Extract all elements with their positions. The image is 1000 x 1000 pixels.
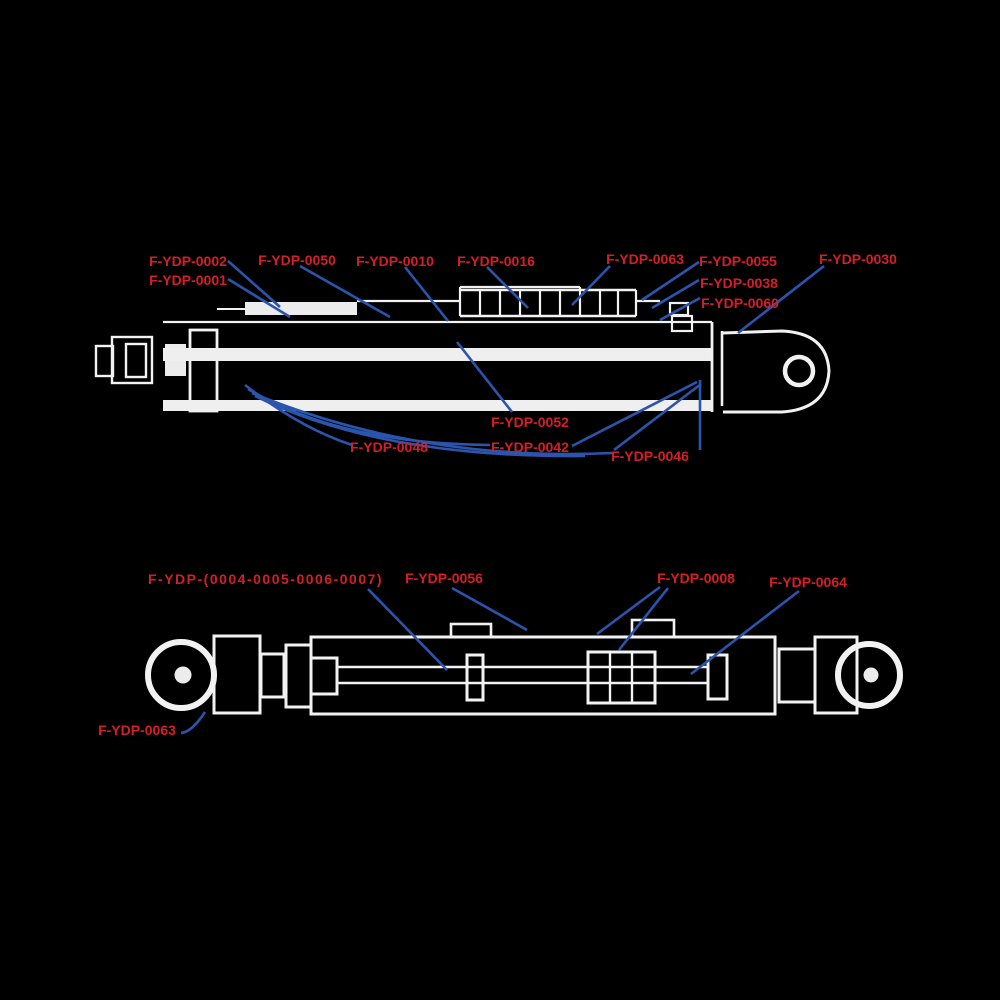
- svg-text:F-YDP-0060: F-YDP-0060: [701, 295, 779, 311]
- svg-text:F-YDP-0042: F-YDP-0042: [491, 439, 569, 455]
- svg-text:F-YDP-0016: F-YDP-0016: [457, 253, 535, 269]
- svg-text:F-YDP-0056: F-YDP-0056: [405, 570, 483, 586]
- svg-text:F-YDP-0064: F-YDP-0064: [769, 574, 847, 590]
- svg-text:F-YDP-0052: F-YDP-0052: [491, 414, 569, 430]
- svg-text:F-YDP-0001: F-YDP-0001: [149, 272, 227, 288]
- svg-text:F-YDP-0002: F-YDP-0002: [149, 253, 227, 269]
- svg-text:F-YDP-0050: F-YDP-0050: [258, 252, 336, 268]
- svg-text:F-YDP-0046: F-YDP-0046: [611, 448, 689, 464]
- svg-text:F-YDP-0055: F-YDP-0055: [699, 253, 777, 269]
- svg-text:F-YDP-0008: F-YDP-0008: [657, 570, 735, 586]
- svg-text:F-YDP-0063: F-YDP-0063: [606, 251, 684, 267]
- svg-text:F-YDP-(0004-0005-0006-0007): F-YDP-(0004-0005-0006-0007): [148, 571, 383, 587]
- svg-text:F-YDP-0063: F-YDP-0063: [98, 722, 176, 738]
- svg-text:F-YDP-0030: F-YDP-0030: [819, 251, 897, 267]
- svg-text:F-YDP-0048: F-YDP-0048: [350, 439, 428, 455]
- svg-text:F-YDP-0038: F-YDP-0038: [700, 275, 778, 291]
- svg-text:F-YDP-0010: F-YDP-0010: [356, 253, 434, 269]
